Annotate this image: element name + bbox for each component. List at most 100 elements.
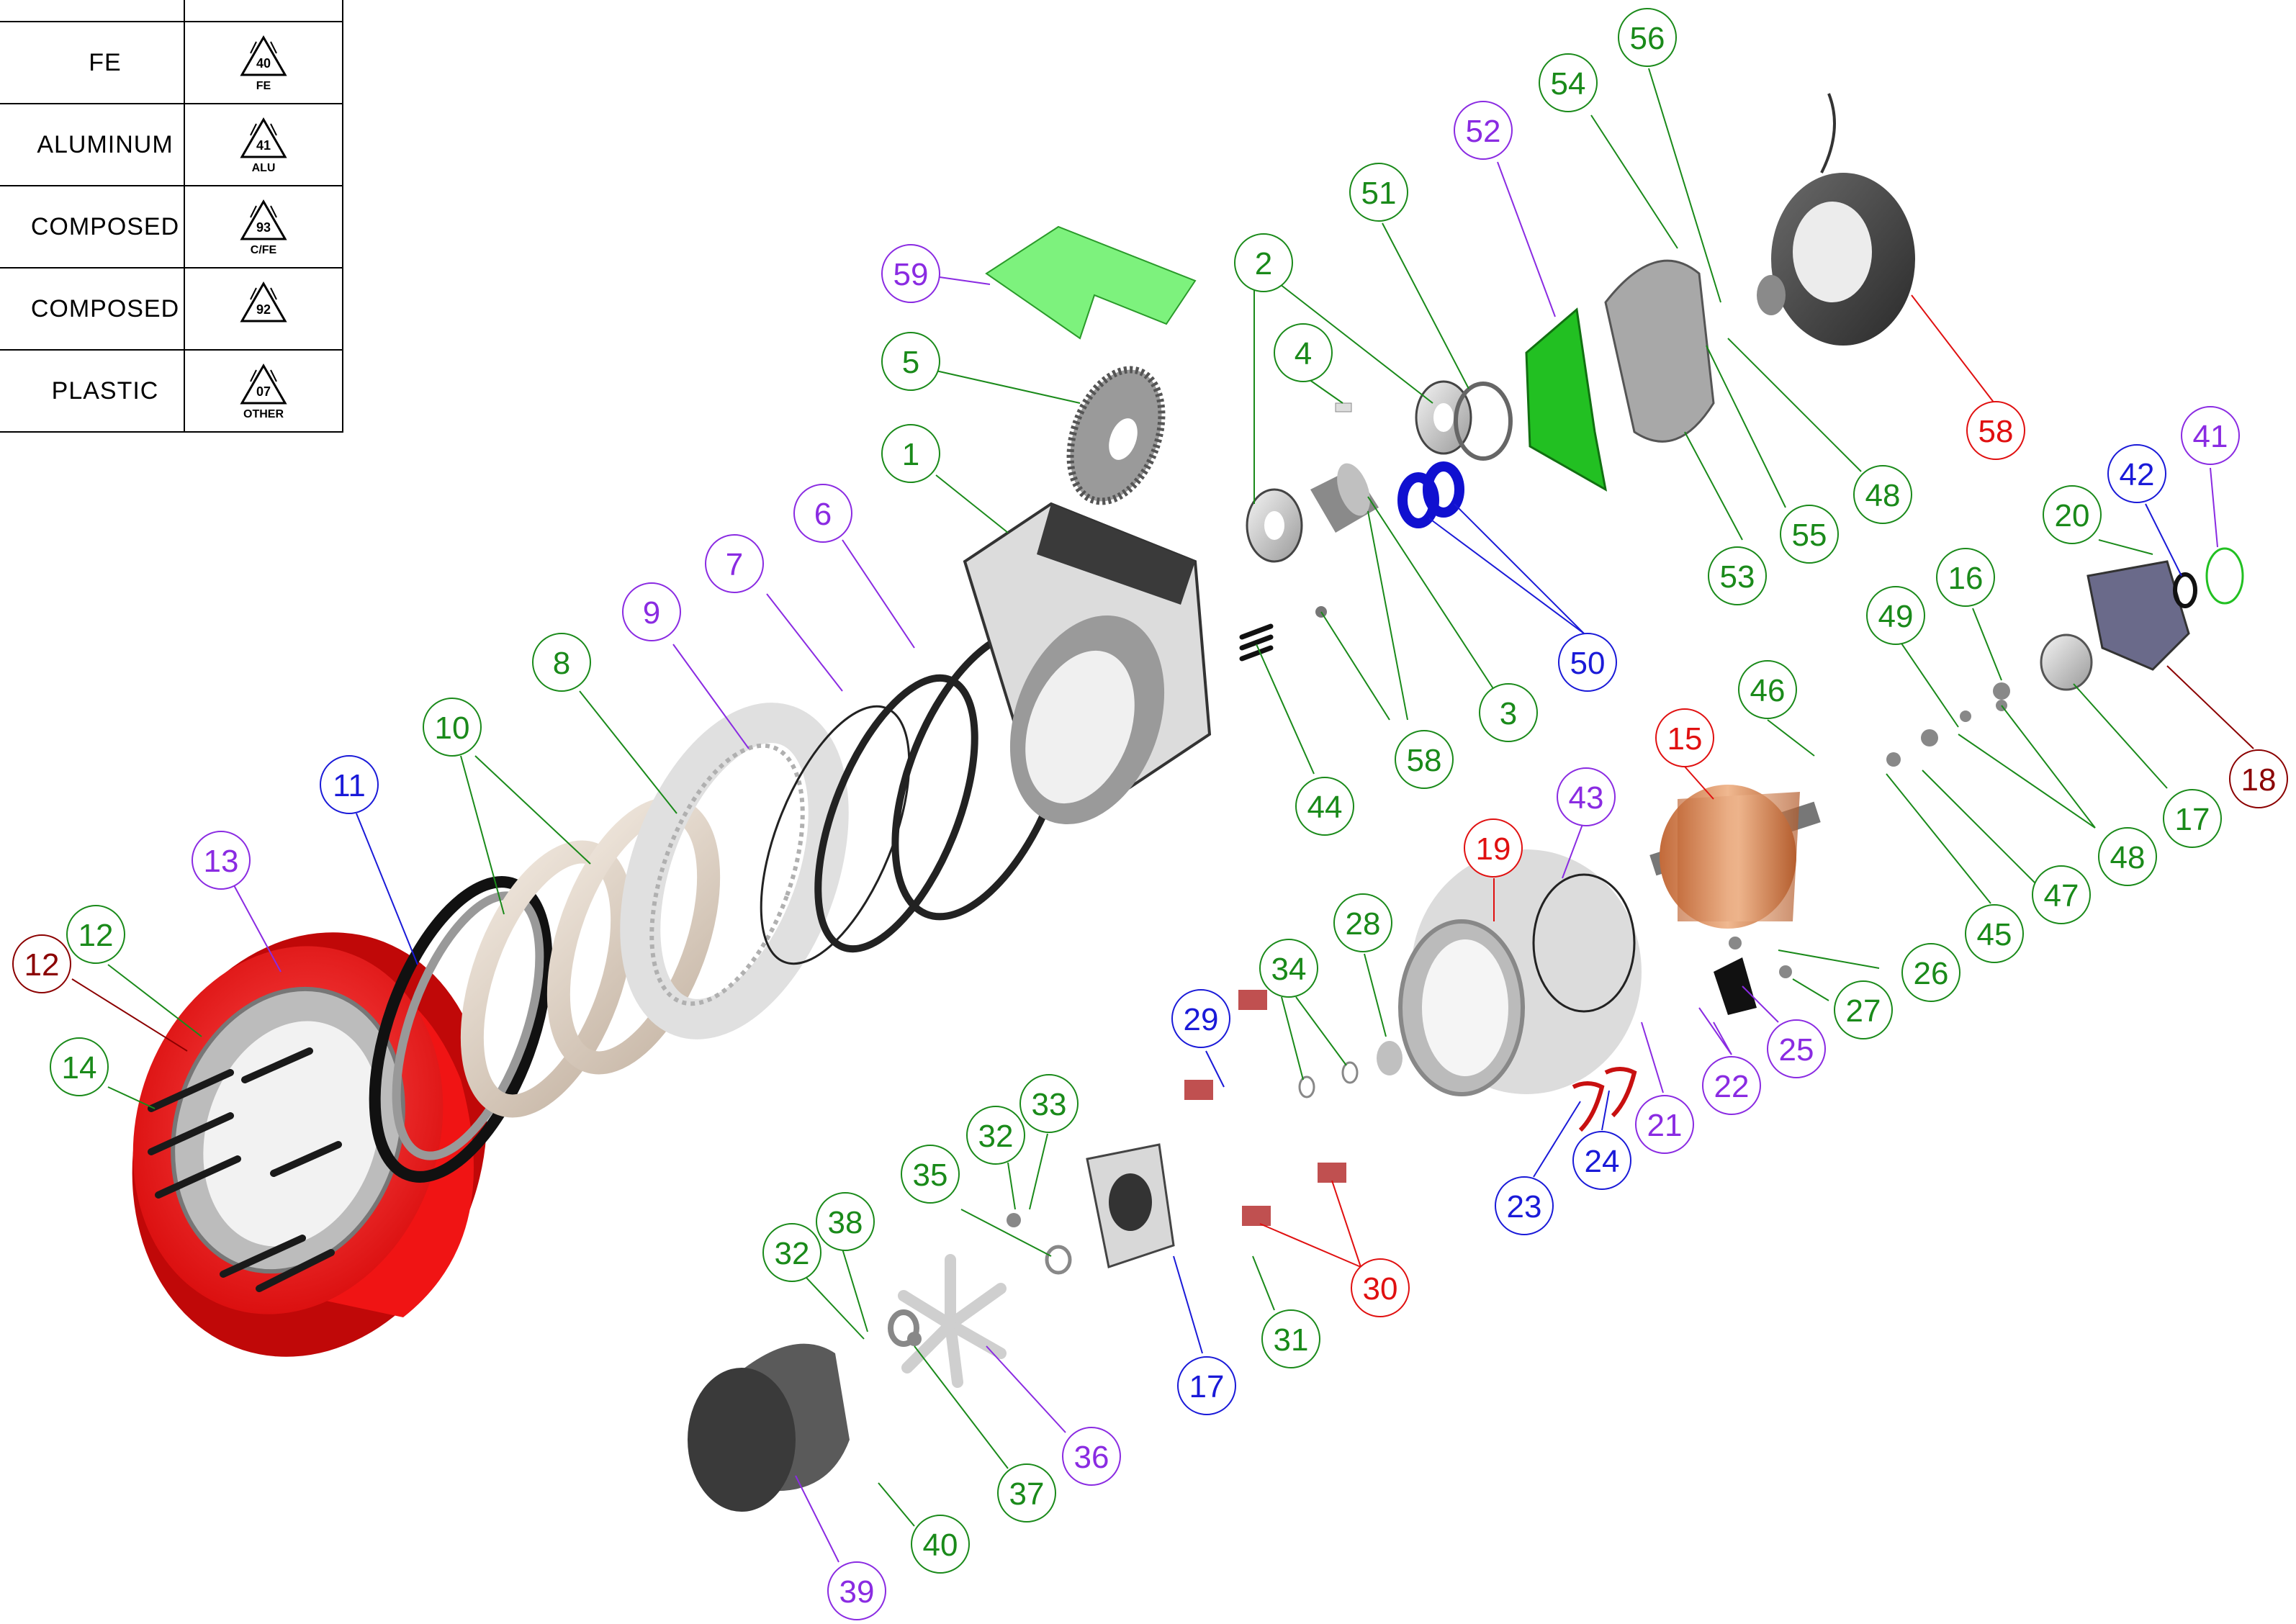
part-screw-4	[1335, 402, 1352, 412]
leader-34b	[1295, 996, 1347, 1066]
callout-2: 2	[1234, 233, 1293, 292]
recycle-code: 40	[256, 56, 271, 71]
leader-37	[914, 1345, 1009, 1469]
callout-48-top: 48	[1853, 465, 1912, 524]
leader-31	[1252, 1255, 1275, 1311]
svg-text:55: 55	[1792, 518, 1827, 553]
leader-14	[107, 1086, 156, 1109]
callout-28: 28	[1333, 893, 1392, 952]
leader-18	[2166, 665, 2254, 749]
leader-30b	[1331, 1180, 1361, 1268]
callout-16: 16	[1936, 548, 1995, 607]
svg-text:36: 36	[1074, 1440, 1109, 1475]
leader-51	[1382, 222, 1469, 389]
svg-text:43: 43	[1569, 780, 1604, 816]
svg-text:56: 56	[1630, 21, 1665, 56]
svg-text:12: 12	[24, 947, 60, 983]
callout-43: 43	[1557, 767, 1616, 826]
recycle-code: 07	[256, 384, 271, 399]
callout-15: 15	[1655, 708, 1714, 767]
leader-58b	[1367, 510, 1408, 721]
leader-48a	[1958, 734, 2096, 829]
part-small-gear	[1757, 275, 1786, 315]
leader-17l	[1173, 1255, 1203, 1354]
part-brush-holder	[1086, 1143, 1175, 1268]
callout-14: 14	[50, 1037, 109, 1096]
leader-24	[1601, 1090, 1610, 1131]
part-ring-gear	[620, 703, 849, 1039]
leader-40	[878, 1482, 915, 1527]
svg-text:15: 15	[1667, 721, 1703, 757]
leader-33	[1029, 1133, 1048, 1210]
svg-text:19: 19	[1476, 831, 1511, 867]
callout-36: 36	[1062, 1427, 1121, 1486]
part-brake	[1771, 93, 1915, 346]
leader-55	[1706, 345, 1786, 508]
leader-39	[795, 1475, 839, 1563]
callout-41: 41	[2181, 406, 2240, 465]
part-armature	[1649, 785, 1821, 929]
recycle-icon-alu: 41 ALU	[240, 117, 287, 174]
leader-5	[935, 370, 1081, 404]
leader-50b	[1454, 503, 1585, 634]
svg-text:18: 18	[2241, 762, 2277, 798]
leader-11	[356, 813, 418, 965]
leader-lines	[71, 68, 2254, 1563]
svg-text:24: 24	[1585, 1144, 1620, 1179]
part-screws-44	[1239, 623, 1274, 662]
leader-20	[2098, 539, 2153, 555]
leader-36	[986, 1345, 1066, 1433]
callout-3: 3	[1479, 683, 1538, 742]
svg-text:53: 53	[1720, 559, 1755, 595]
recycle-icon-fe: 40 FE	[240, 35, 287, 92]
leader-48b	[2001, 705, 2096, 829]
svg-text:40: 40	[923, 1528, 958, 1563]
leader-30a	[1259, 1223, 1361, 1268]
svg-text:1: 1	[902, 437, 919, 472]
callout-59: 59	[881, 244, 940, 303]
leader-13	[233, 885, 282, 973]
leader-45	[1886, 773, 1991, 904]
svg-text:2: 2	[1255, 246, 1272, 281]
part-misc-small	[888, 682, 2010, 1347]
leader-54	[1590, 114, 1678, 249]
callout-32-bottom: 32	[762, 1223, 821, 1282]
callout-55: 55	[1780, 505, 1839, 564]
leader-44	[1256, 644, 1315, 775]
svg-text:32: 32	[775, 1236, 810, 1271]
callout-39: 39	[827, 1561, 886, 1620]
callout-58-right: 58	[1966, 401, 2025, 460]
leader-10a	[460, 755, 505, 915]
svg-text:13: 13	[204, 844, 239, 879]
callout-25: 25	[1767, 1019, 1826, 1078]
svg-text:9: 9	[643, 595, 660, 631]
part-plate	[985, 225, 1197, 340]
callout-17-blue: 17	[1177, 1356, 1236, 1415]
leader-50a	[1428, 518, 1585, 634]
leader-21	[1641, 1021, 1664, 1093]
part-stator	[1398, 849, 1642, 1096]
part-ring-42	[2173, 572, 2197, 608]
callout-38: 38	[816, 1192, 875, 1251]
callout-10: 10	[423, 698, 482, 757]
legend-material-aluminum: ALUMINUM	[37, 131, 173, 158]
leader-58c	[1911, 294, 1995, 404]
leader-42	[2145, 503, 2182, 577]
callout-17-green: 17	[2163, 789, 2222, 848]
callout-12-green: 12	[66, 905, 125, 964]
leader-46	[1767, 719, 1815, 757]
leader-41	[2210, 467, 2218, 548]
callout-44: 44	[1295, 777, 1354, 836]
recycle-abbr: FE	[256, 80, 271, 92]
leader-7	[766, 593, 843, 692]
leader-2b	[1279, 284, 1433, 404]
legend-frame	[0, 0, 343, 433]
svg-text:48: 48	[2110, 840, 2146, 875]
leader-43	[1562, 820, 1585, 879]
part-ring-51	[1454, 382, 1513, 461]
svg-text:17: 17	[1189, 1369, 1225, 1404]
recycle-abbr: C/FE	[251, 244, 277, 256]
callout-50: 50	[1558, 633, 1617, 692]
svg-text:20: 20	[2055, 498, 2090, 533]
leader-58a	[1320, 611, 1390, 721]
